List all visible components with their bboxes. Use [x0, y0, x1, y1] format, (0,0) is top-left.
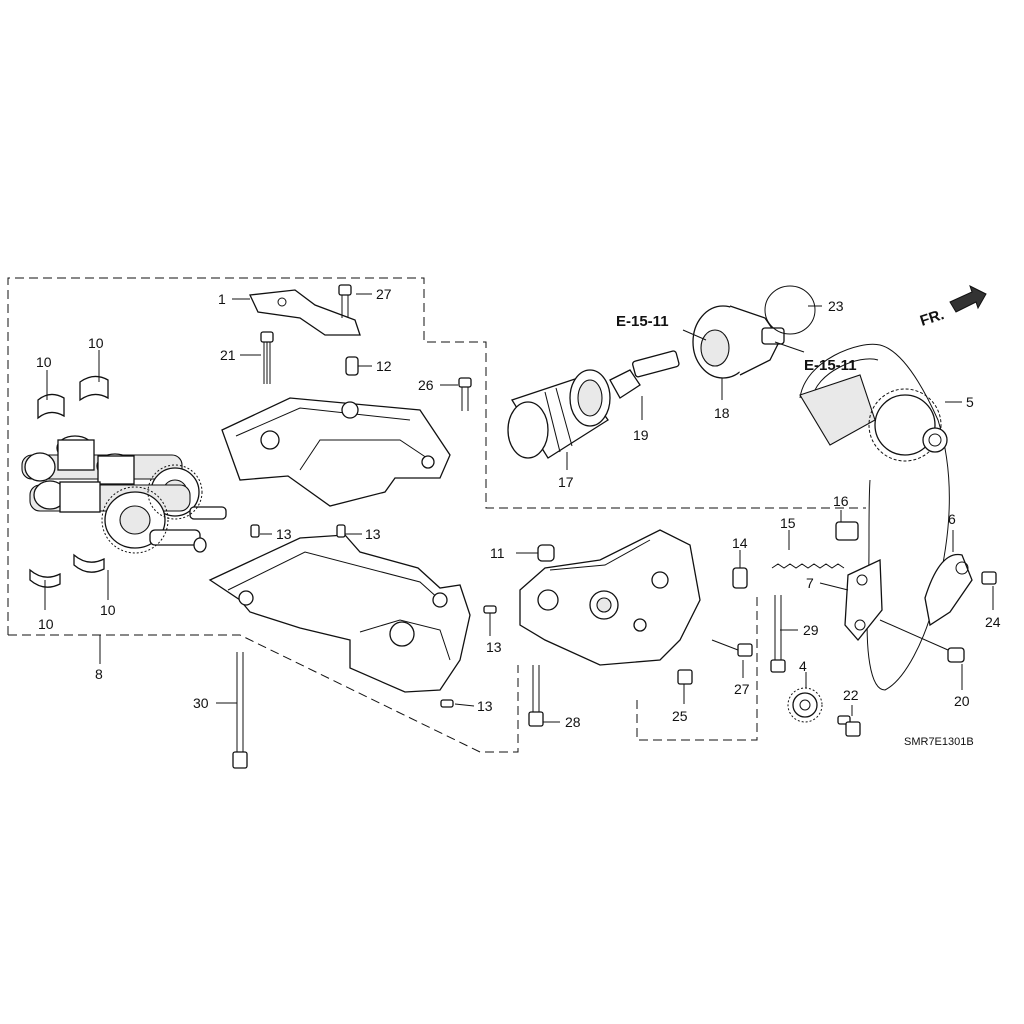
diagram-code: SMR7E1301B — [904, 736, 974, 748]
bolt-24 — [981, 571, 997, 585]
callout-12: 12 — [376, 358, 392, 374]
ref-label-right: E-15-11 — [804, 357, 857, 374]
callout-29: 29 — [803, 622, 819, 638]
balancer-upper-housing — [221, 397, 451, 507]
bearing-half-lower — [29, 553, 105, 588]
callout-15: 15 — [780, 515, 796, 531]
center-bolt-19 — [609, 350, 680, 399]
callout-20: 20 — [954, 693, 970, 709]
callout-27-top: 27 — [376, 286, 392, 302]
bolt-21 — [260, 331, 274, 384]
bolt-27-pump — [711, 639, 753, 657]
callout-8: 8 — [95, 666, 103, 682]
o-ring-23 — [764, 285, 816, 335]
callout-23: 23 — [828, 298, 844, 314]
balancer-shaft-assembly — [21, 435, 227, 554]
callout-13-d: 13 — [477, 698, 493, 714]
dowel-11 — [537, 544, 555, 562]
bolt-25 — [677, 669, 693, 685]
sprocket-4 — [787, 687, 823, 723]
bolt-29 — [770, 595, 786, 673]
plug-16 — [835, 521, 859, 541]
callout-10-lower-right: 10 — [100, 602, 116, 618]
callout-13-a: 13 — [276, 526, 292, 542]
chain-guide-7 — [844, 558, 883, 642]
callout-17: 17 — [558, 474, 574, 490]
relief-plunger-14 — [732, 567, 748, 589]
bearing-half-upper-left — [37, 375, 109, 420]
callout-25: 25 — [672, 708, 688, 724]
callout-21: 21 — [220, 347, 236, 363]
callout-1: 1 — [218, 291, 226, 307]
front-direction-indicator: FR. — [918, 285, 987, 330]
callout-10-lower-left: 10 — [38, 616, 54, 632]
callout-13-b: 13 — [365, 526, 381, 542]
callout-16: 16 — [833, 493, 849, 509]
bolt-28 — [528, 665, 544, 727]
callout-14: 14 — [732, 535, 748, 551]
callout-10-upper-right: 10 — [88, 335, 104, 351]
spring-15 — [771, 563, 845, 569]
oil-filter-17 — [507, 369, 611, 459]
callout-5: 5 — [966, 394, 974, 410]
oil-pump-body — [519, 529, 701, 666]
callout-13-c: 13 — [486, 639, 502, 655]
callout-7: 7 — [806, 575, 814, 591]
callout-10-upper-left: 10 — [36, 354, 52, 370]
callout-11: 11 — [490, 545, 505, 561]
bolt-27-top — [338, 284, 352, 318]
callout-19: 19 — [633, 427, 649, 443]
assembly-boundary — [7, 277, 866, 753]
callout-22: 22 — [843, 687, 859, 703]
callout-numbers: 1 4 5 6 7 8 10 10 10 10 11 12 13 13 13 1… — [36, 286, 1001, 730]
bolt-20 — [879, 619, 965, 663]
tensioner-6 — [924, 553, 973, 627]
callout-6: 6 — [948, 511, 956, 527]
dowel-pin-12 — [345, 356, 359, 376]
callout-26: 26 — [418, 377, 434, 393]
front-label: FR. — [918, 306, 946, 330]
callout-18: 18 — [714, 405, 730, 421]
bolt-22 — [837, 715, 861, 737]
callout-28: 28 — [565, 714, 581, 730]
callout-24: 24 — [985, 614, 1001, 630]
callout-30: 30 — [193, 695, 209, 711]
ref-label-left: E-15-11 — [616, 313, 669, 330]
sprocket-5 — [799, 374, 948, 462]
bolt-26 — [458, 377, 472, 411]
callout-27-pump: 27 — [734, 681, 750, 697]
bracket-1 — [249, 289, 361, 336]
balancer-lower-housing — [208, 534, 471, 693]
leader-lines — [44, 293, 994, 723]
callout-4: 4 — [799, 658, 807, 674]
oil-cooler-18 — [692, 305, 785, 379]
bolt-30 — [232, 652, 248, 769]
